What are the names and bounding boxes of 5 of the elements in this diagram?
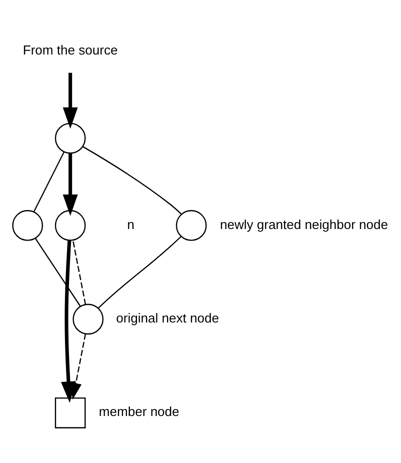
node-label: newly granted neighbor node <box>220 216 388 232</box>
node-label: member node <box>98 404 180 419</box>
node-label: original next node <box>116 310 220 326</box>
node-text: From the source <box>22 42 118 57</box>
node-label: n <box>127 216 134 232</box>
